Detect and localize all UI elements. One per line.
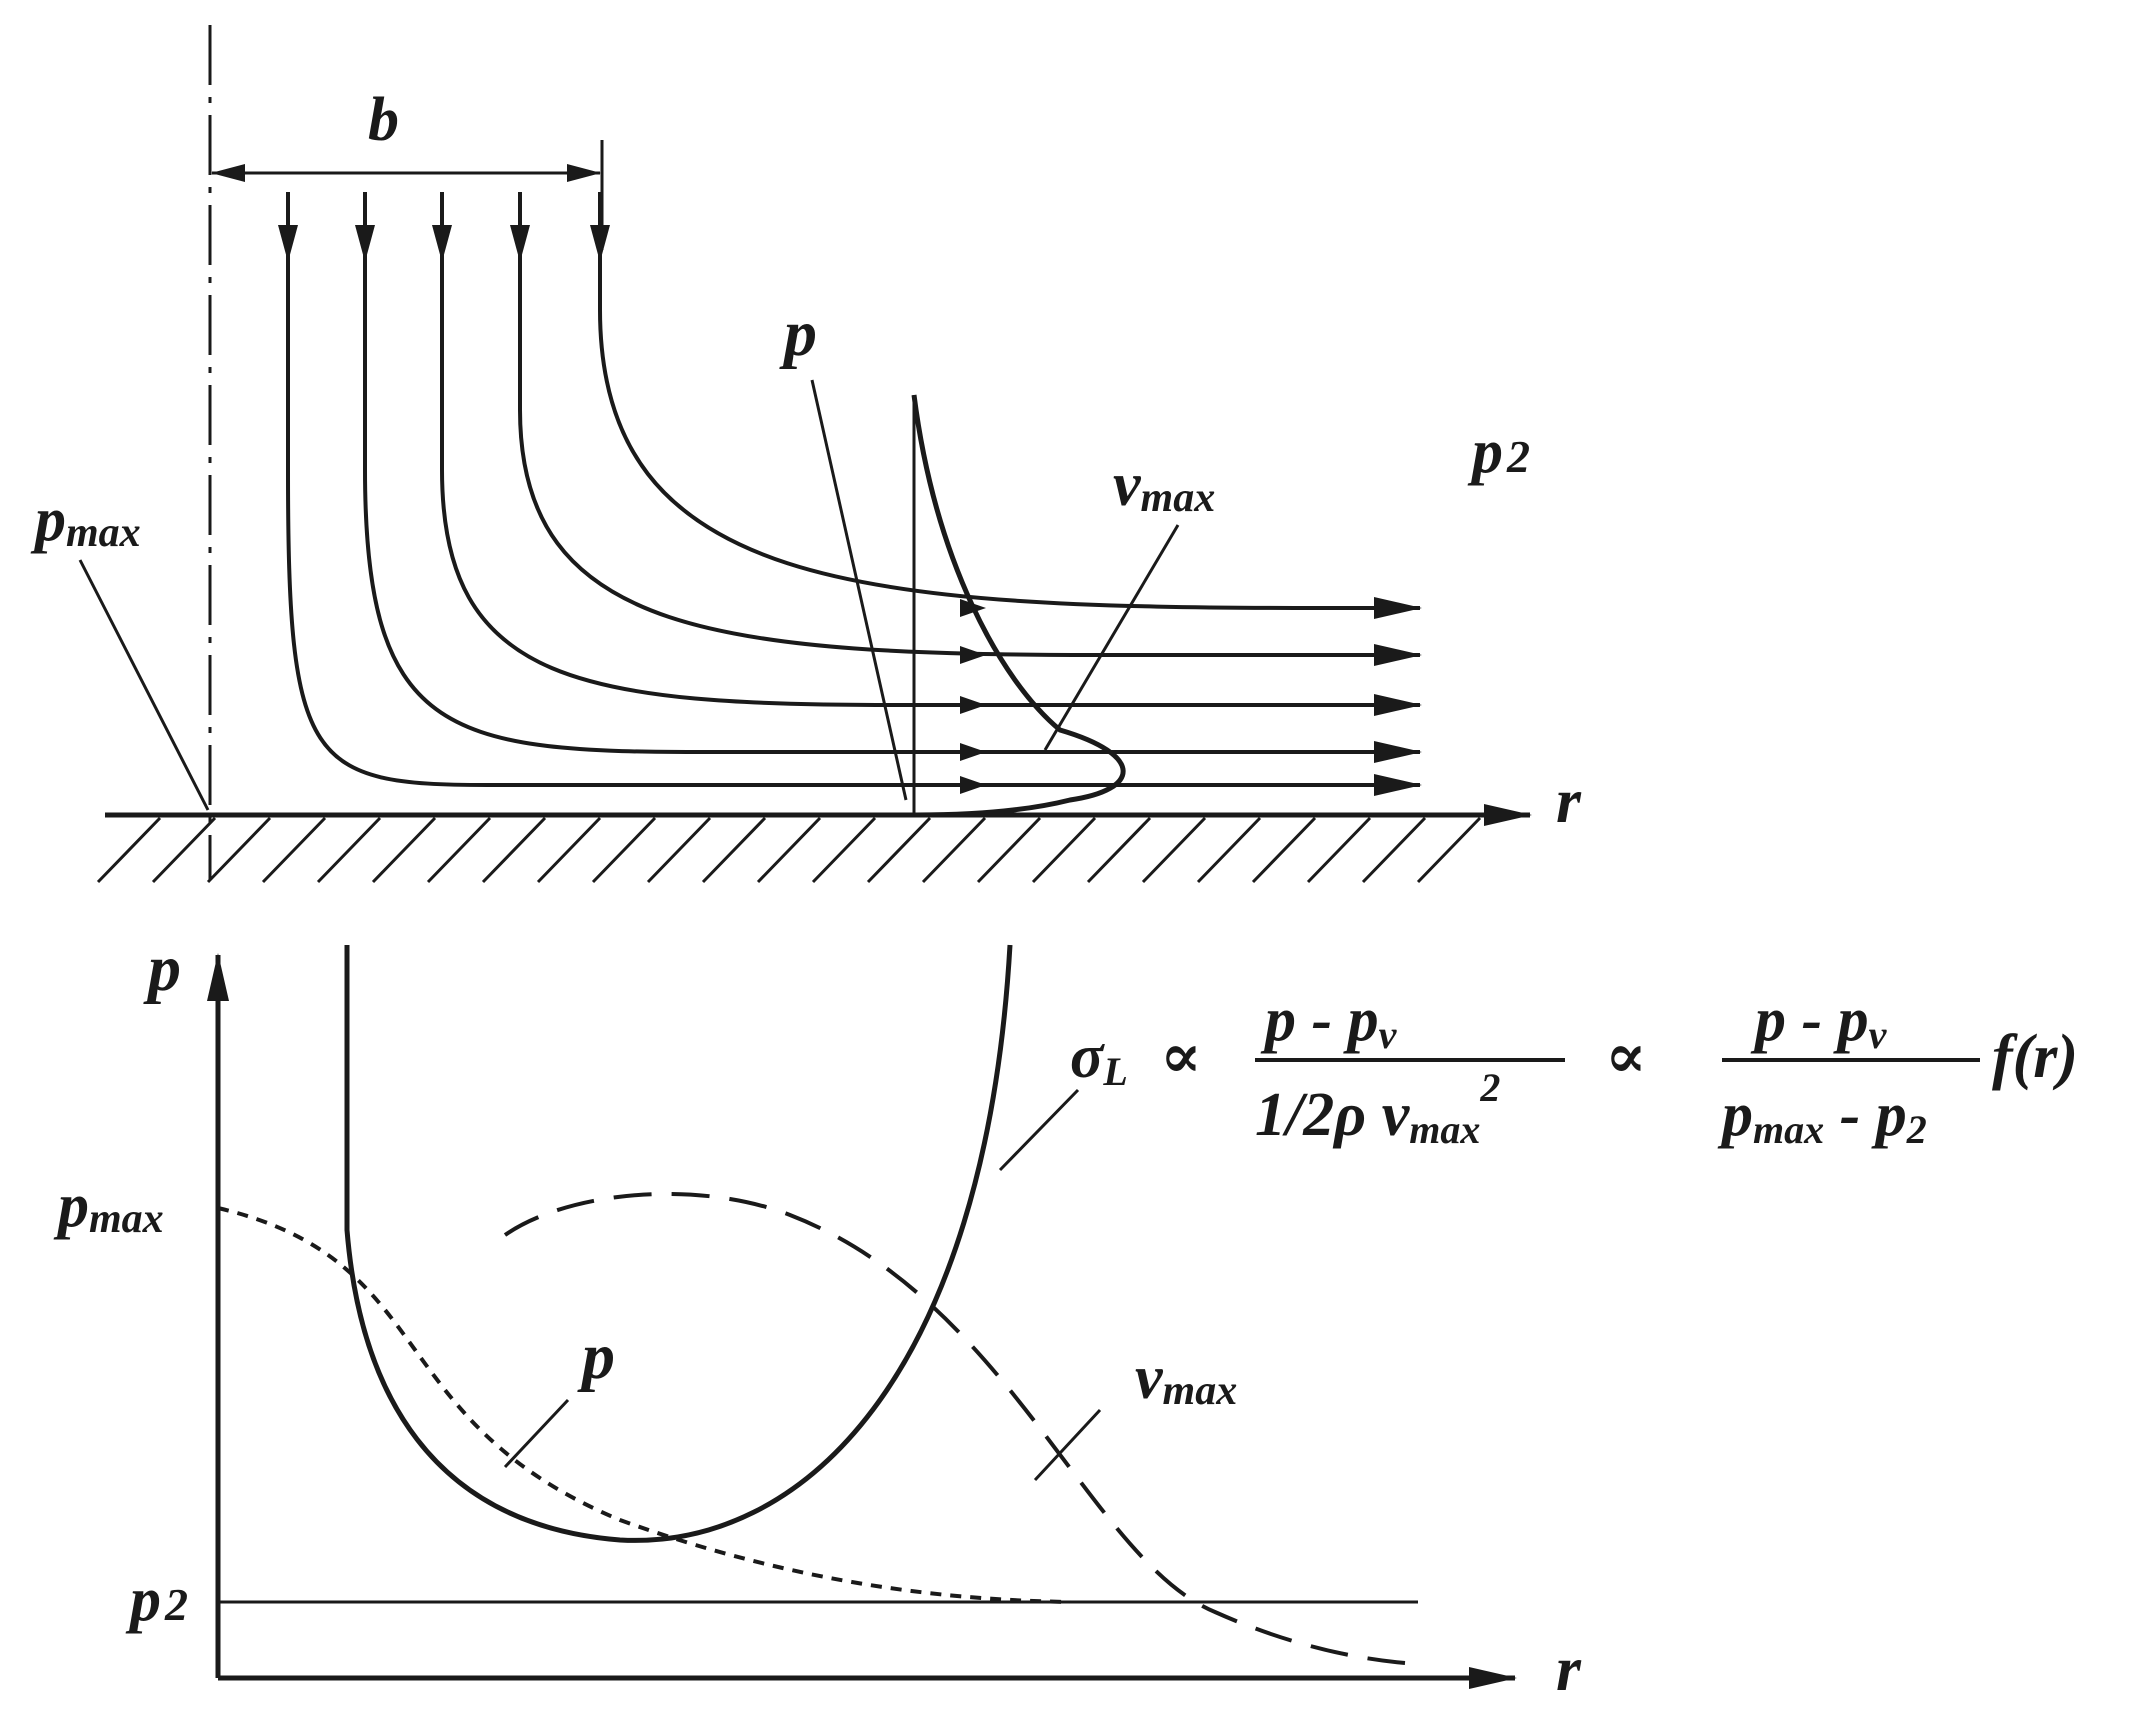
- streamline-arrowhead: [960, 776, 986, 794]
- streamline-arrowhead: [510, 225, 530, 262]
- streamline-arrowhead: [590, 225, 610, 262]
- pmax-label: pmax: [30, 486, 141, 556]
- y-axis-label: p: [143, 932, 181, 1005]
- hatch-line: [371, 816, 437, 884]
- streamline: [363, 192, 1422, 763]
- streamline-arrowhead: [960, 696, 986, 714]
- hatch-line: [536, 816, 602, 884]
- hatch-line: [1086, 816, 1152, 884]
- fraction-1-numerator: p - pv: [1260, 986, 1398, 1057]
- hatch-line: [591, 816, 657, 884]
- hatch-line: [481, 816, 547, 884]
- vmax-leader-line: [1043, 524, 1180, 751]
- hatch-line: [96, 816, 162, 884]
- streamline: [440, 192, 1422, 716]
- streamline: [518, 192, 1422, 666]
- hatch-line: [151, 816, 217, 884]
- hatch-line: [866, 816, 932, 884]
- x-axis-label: r: [1556, 1633, 1582, 1704]
- fraction-2-denominator: pmax - p2: [1717, 1081, 1927, 1152]
- bottom-chart: p r pmax p2 p vmax: [53, 932, 1582, 1704]
- p2-tick-label: p2: [125, 1566, 188, 1634]
- hatch-line: [976, 816, 1042, 884]
- streamline-arrowhead: [960, 646, 986, 664]
- velocity-profile-curve: [911, 394, 1126, 818]
- hatch-line: [426, 816, 492, 884]
- p-leader-line: [810, 379, 908, 801]
- pmax-leader-line: [78, 559, 210, 811]
- hatch-line: [1361, 816, 1427, 884]
- top-r-label: r: [1556, 765, 1582, 836]
- streamline-arrowhead: [432, 225, 452, 262]
- fraction-2-numerator: p - pv: [1750, 986, 1888, 1057]
- hatch-line: [756, 816, 822, 884]
- pmax-tick-label: pmax: [53, 1172, 164, 1242]
- hatch-line: [1251, 816, 1317, 884]
- hatch-line: [1031, 816, 1097, 884]
- p2-label: p2: [1467, 418, 1530, 486]
- streamline-arrowhead: [960, 743, 986, 761]
- sigma-l-formula: σL ∝ p - pv 1/2ρ vmax2 ∝ p - pv pmax - p…: [1070, 986, 2078, 1152]
- prop-symbol-1: ∝: [1160, 1023, 1202, 1091]
- p-curve: [217, 1206, 1071, 1604]
- hatch-line: [646, 816, 712, 884]
- p-label: p: [779, 297, 817, 370]
- f-of-r: f(r): [1992, 1023, 2078, 1091]
- b-label: b: [368, 86, 399, 154]
- hatch-line: [206, 816, 272, 884]
- hatch-line: [316, 816, 382, 884]
- streamline: [598, 192, 1422, 619]
- streamlines: [278, 192, 1422, 796]
- hatch-line: [1141, 816, 1207, 884]
- sigma-l-leader: [998, 1088, 1080, 1172]
- vmax-curve-label: vmax: [1135, 1344, 1237, 1414]
- p-curve-leader: [503, 1398, 570, 1469]
- hatch-line: [811, 816, 877, 884]
- vmax-label: vmax: [1113, 451, 1215, 521]
- streamline-arrowhead: [278, 225, 298, 262]
- vmax-curve-leader: [1033, 1408, 1102, 1482]
- sigma-l-curve: [344, 944, 1013, 1543]
- streamline: [286, 192, 1422, 796]
- fraction-1-denominator: 1/2ρ vmax2: [1255, 1065, 1500, 1152]
- hatch-line: [1416, 816, 1482, 884]
- hatch-line: [701, 816, 767, 884]
- vmax-curve: [503, 1191, 1406, 1665]
- hatch-line: [261, 816, 327, 884]
- hatch-line: [1196, 816, 1262, 884]
- hatch-line: [1306, 816, 1372, 884]
- prop-symbol-2: ∝: [1605, 1023, 1647, 1091]
- top-flow-diagram: b r pmax p vmax p2: [30, 25, 1582, 884]
- sigma-symbol: σL: [1070, 1023, 1128, 1094]
- streamline-arrowhead: [355, 225, 375, 262]
- hatch-line: [921, 816, 987, 884]
- p-curve-label: p: [577, 1320, 615, 1393]
- wall-hatching: [96, 816, 1482, 884]
